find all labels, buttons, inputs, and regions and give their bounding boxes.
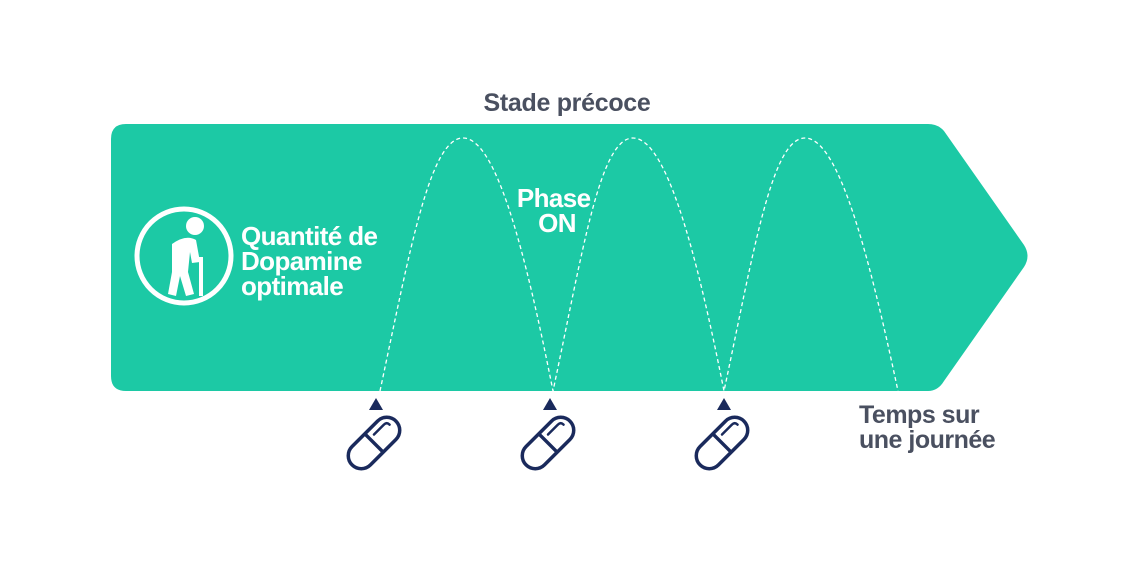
pill-divider xyxy=(711,432,733,454)
triangle-up-icon xyxy=(717,398,731,410)
pill-divider xyxy=(537,432,559,454)
pill-highlight xyxy=(720,421,739,436)
diagram-title: Stade précoce xyxy=(483,89,650,117)
time-axis-label-line-1: Temps sur xyxy=(859,401,980,429)
pill-dose-2 xyxy=(520,398,576,471)
phase-label: Phase ON xyxy=(517,183,597,238)
time-axis-label: Temps sur une journée xyxy=(859,401,996,454)
dopamine-band-arrow xyxy=(111,124,1028,391)
phase-label-line-1: Phase xyxy=(517,183,591,213)
person-icon-cane xyxy=(199,257,203,296)
capsule-pill-icon xyxy=(346,415,402,471)
dopamine-level-wave xyxy=(379,137,899,392)
capsule-pill-icon xyxy=(694,415,750,471)
phase-label-line-2: ON xyxy=(538,208,576,238)
pill-dose-1 xyxy=(346,398,402,471)
pill-highlight xyxy=(546,421,565,436)
pill-divider xyxy=(363,432,385,454)
person-icon-body xyxy=(168,237,200,296)
time-axis-label-line-2: une journée xyxy=(859,426,996,454)
person-icon-head xyxy=(186,217,204,235)
elderly-person-with-cane-icon xyxy=(134,206,234,306)
triangle-up-icon xyxy=(543,398,557,410)
pill-highlight xyxy=(372,421,391,436)
triangle-up-icon xyxy=(369,398,383,410)
side-label: Quantité de Dopamine optimale xyxy=(241,221,384,301)
capsule-pill-icon xyxy=(520,415,576,471)
side-label-line-2: Dopamine xyxy=(241,246,362,276)
side-label-line-3: optimale xyxy=(241,271,343,301)
person-icon-ring xyxy=(134,206,234,306)
side-label-line-1: Quantité de xyxy=(241,221,378,251)
pill-dose-3 xyxy=(694,398,750,471)
medication-doses xyxy=(346,398,750,471)
